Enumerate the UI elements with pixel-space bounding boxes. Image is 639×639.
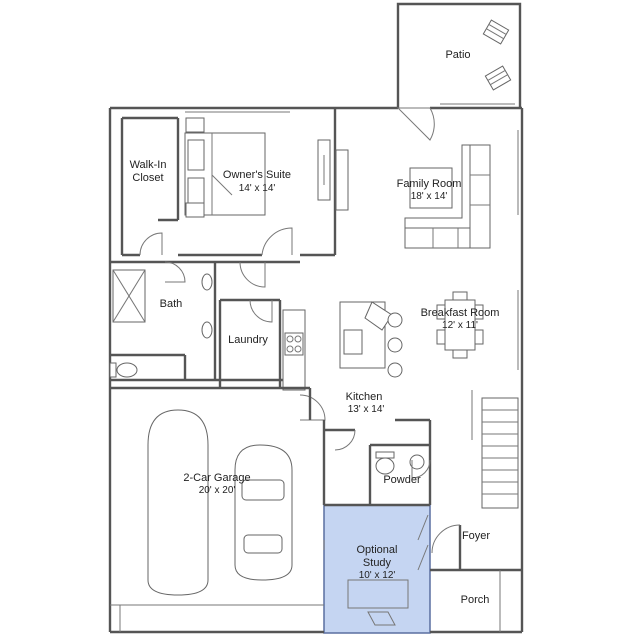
bath-walls bbox=[109, 260, 300, 382]
room-label-bath: Bath bbox=[160, 298, 183, 310]
room-dims-garage: 20' x 20' bbox=[199, 485, 236, 496]
car-icon bbox=[147, 409, 293, 596]
patio-chair-icon bbox=[482, 19, 510, 45]
sofa-icon bbox=[404, 144, 491, 249]
sink-icon bbox=[409, 454, 425, 470]
room-label-closet: Closet bbox=[132, 172, 163, 184]
stairs-icon bbox=[471, 390, 519, 509]
bed-icon bbox=[184, 117, 266, 218]
toilet-icon bbox=[116, 362, 138, 378]
foyer-walls bbox=[430, 524, 522, 632]
dresser-icon bbox=[335, 149, 349, 211]
sink-icon bbox=[201, 321, 213, 339]
room-label-kitchen: Kitchen bbox=[346, 391, 383, 403]
optional-study-highlight bbox=[323, 504, 431, 634]
stove-icon bbox=[284, 332, 304, 356]
laundry-walls bbox=[215, 260, 300, 388]
room-dims-breakfast: 12' x 11' bbox=[442, 320, 478, 331]
room-dims-owners-suite: 14' x 14' bbox=[239, 183, 276, 194]
room-label-laundry: Laundry bbox=[228, 334, 268, 346]
toilet-icon bbox=[375, 457, 395, 475]
owners-suite-walls bbox=[120, 108, 337, 257]
room-dims-kitchen: 13' x 14' bbox=[348, 404, 385, 415]
room-dims-study: 10' x 12' bbox=[359, 570, 396, 581]
garage-walls bbox=[110, 386, 326, 632]
room-label-powder: Powder bbox=[383, 474, 421, 486]
room-label-study: Optional bbox=[357, 544, 398, 556]
room-label-owners-suite: Owner's Suite bbox=[223, 169, 291, 181]
patio-chair-icon bbox=[484, 65, 512, 91]
coffee-table-icon bbox=[409, 167, 453, 209]
room-dims-family-room: 18' x 14' bbox=[411, 191, 448, 202]
room-label-family-room: Family Room bbox=[397, 178, 462, 190]
study-furniture bbox=[323, 514, 429, 626]
powder-walls bbox=[324, 418, 432, 507]
room-label-patio: Patio bbox=[445, 49, 470, 61]
room-label-breakfast: Breakfast Room bbox=[421, 307, 500, 319]
room-label-study: Study bbox=[363, 557, 392, 569]
room-label-garage: 2-Car Garage bbox=[183, 472, 250, 484]
room-label-closet: Walk-In bbox=[130, 159, 167, 171]
kitchen-counters bbox=[282, 301, 403, 421]
sink-icon bbox=[201, 273, 213, 291]
dining-table-icon bbox=[436, 291, 484, 359]
room-label-porch: Porch bbox=[461, 594, 490, 606]
room-label-foyer: Foyer bbox=[462, 530, 490, 542]
